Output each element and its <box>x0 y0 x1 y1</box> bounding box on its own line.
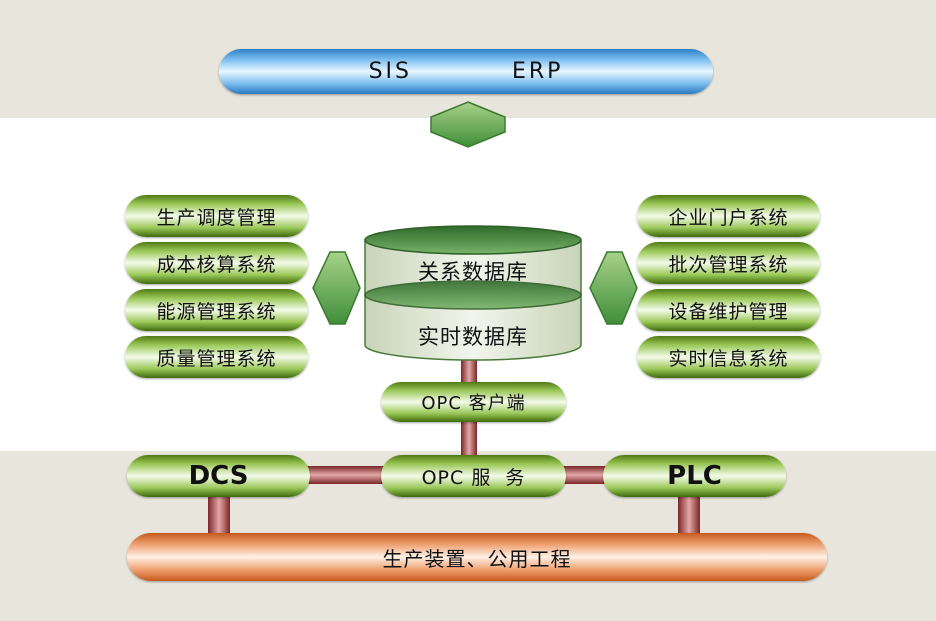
pipe-dcs-to-opc <box>305 466 390 484</box>
pipe-dcs-to-bus <box>208 495 230 535</box>
left-system-4: 质量管理系统 <box>125 336 308 378</box>
right-system-1: 企业门户系统 <box>637 195 820 237</box>
pipe-opc-client-to-server <box>461 420 477 458</box>
database-cylinder <box>364 225 582 361</box>
bottom-bus-plant: 生产装置、公用工程 <box>127 533 827 581</box>
opc-client: OPC 客户端 <box>381 382 566 422</box>
double-arrow-left-icon <box>312 251 361 325</box>
opc-server: OPC 服 务 <box>381 455 566 497</box>
pipe-opc-to-plc <box>560 466 615 484</box>
top-bus-sis-erp: SIS ERP <box>219 49 713 94</box>
double-arrow-right-icon <box>589 251 638 325</box>
pipe-db-to-opc-client <box>461 360 477 385</box>
double-arrow-vertical-icon <box>430 101 506 148</box>
realtime-database-label: 实时数据库 <box>418 325 528 349</box>
right-system-3: 设备维护管理 <box>637 289 820 331</box>
erp-label: ERP <box>511 59 564 84</box>
left-system-2: 成本核算系统 <box>125 242 308 284</box>
left-system-1: 生产调度管理 <box>125 195 308 237</box>
pipe-plc-to-bus <box>678 495 700 535</box>
relational-database-label: 关系数据库 <box>418 260 528 284</box>
right-system-2: 批次管理系统 <box>637 242 820 284</box>
right-system-4: 实时信息系统 <box>637 336 820 378</box>
plc-node: PLC <box>603 455 786 497</box>
left-system-3: 能源管理系统 <box>125 289 308 331</box>
sis-label: SIS <box>368 59 412 84</box>
dcs-node: DCS <box>127 455 310 497</box>
